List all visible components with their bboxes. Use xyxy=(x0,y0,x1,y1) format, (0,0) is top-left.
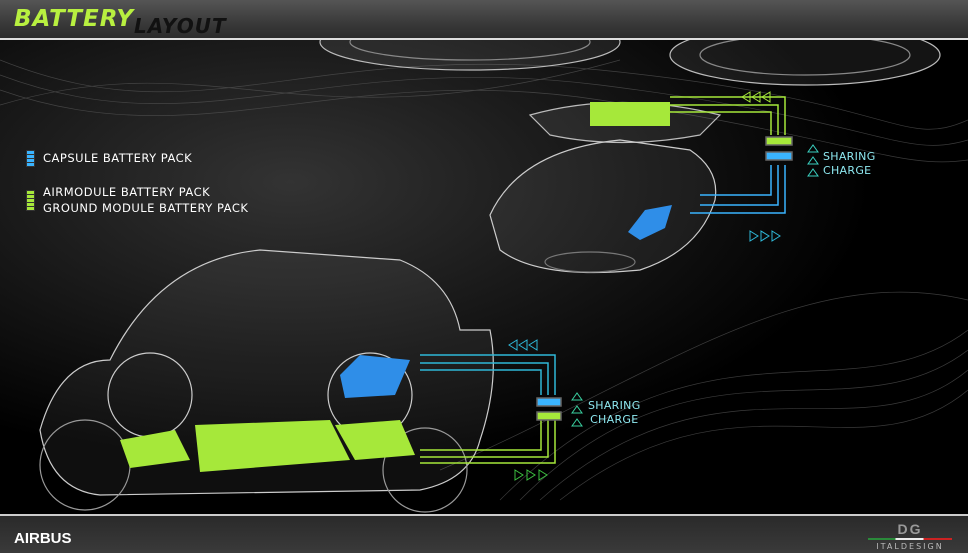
air-connectors xyxy=(670,91,819,242)
label-line: SHARING xyxy=(588,399,641,412)
label-line: CHARGE xyxy=(590,413,639,426)
italdesign-logo: DG ITALDESIGN xyxy=(860,522,960,552)
header-bar: BATTERY LAYOUT xyxy=(0,0,968,40)
blue-battery-icon xyxy=(26,149,35,167)
airbus-logo: AIRBUS xyxy=(14,530,72,547)
ground-battery-right xyxy=(335,420,415,460)
ground-sharing-charge-label: SHARING CHARGE xyxy=(588,399,641,427)
footer-bar: AIRBUS DG ITALDESIGN xyxy=(0,514,968,553)
label-line: CHARGE xyxy=(823,164,872,177)
capsule-battery-ground xyxy=(340,355,410,398)
air-sharing-charge-label: SHARING CHARGE xyxy=(823,150,876,178)
legend-item-capsule: CAPSULE BATTERY PACK xyxy=(26,149,248,167)
logo-name: ITALDESIGN xyxy=(876,542,944,551)
airmodule-battery xyxy=(590,102,670,126)
logo-mark: DG xyxy=(897,521,923,537)
ground-battery-left xyxy=(120,430,190,468)
ground-connectors xyxy=(420,339,583,481)
wave-lines xyxy=(0,59,968,501)
legend-item-airmodule: AIRMODULE BATTERY PACK xyxy=(43,184,248,200)
green-battery-icon xyxy=(26,189,35,211)
label-line: SHARING xyxy=(823,150,876,163)
legend-label: AIRMODULE BATTERY PACK xyxy=(43,185,211,199)
italian-flag-stripe xyxy=(868,538,952,540)
title-primary: BATTERY xyxy=(14,6,135,32)
capsule-drawing xyxy=(489,139,717,274)
legend-label: CAPSULE BATTERY PACK xyxy=(43,151,193,165)
ground-battery-center xyxy=(195,420,350,472)
legend-item-ground-module: GROUND MODULE BATTERY PACK xyxy=(43,200,248,216)
capsule-battery xyxy=(628,205,672,240)
ground-vehicle-drawing xyxy=(39,249,494,513)
title-secondary: LAYOUT xyxy=(134,14,227,38)
legend-label: GROUND MODULE BATTERY PACK xyxy=(43,201,249,215)
legend: CAPSULE BATTERY PACK AIRMODULE BATTERY P… xyxy=(26,149,248,216)
